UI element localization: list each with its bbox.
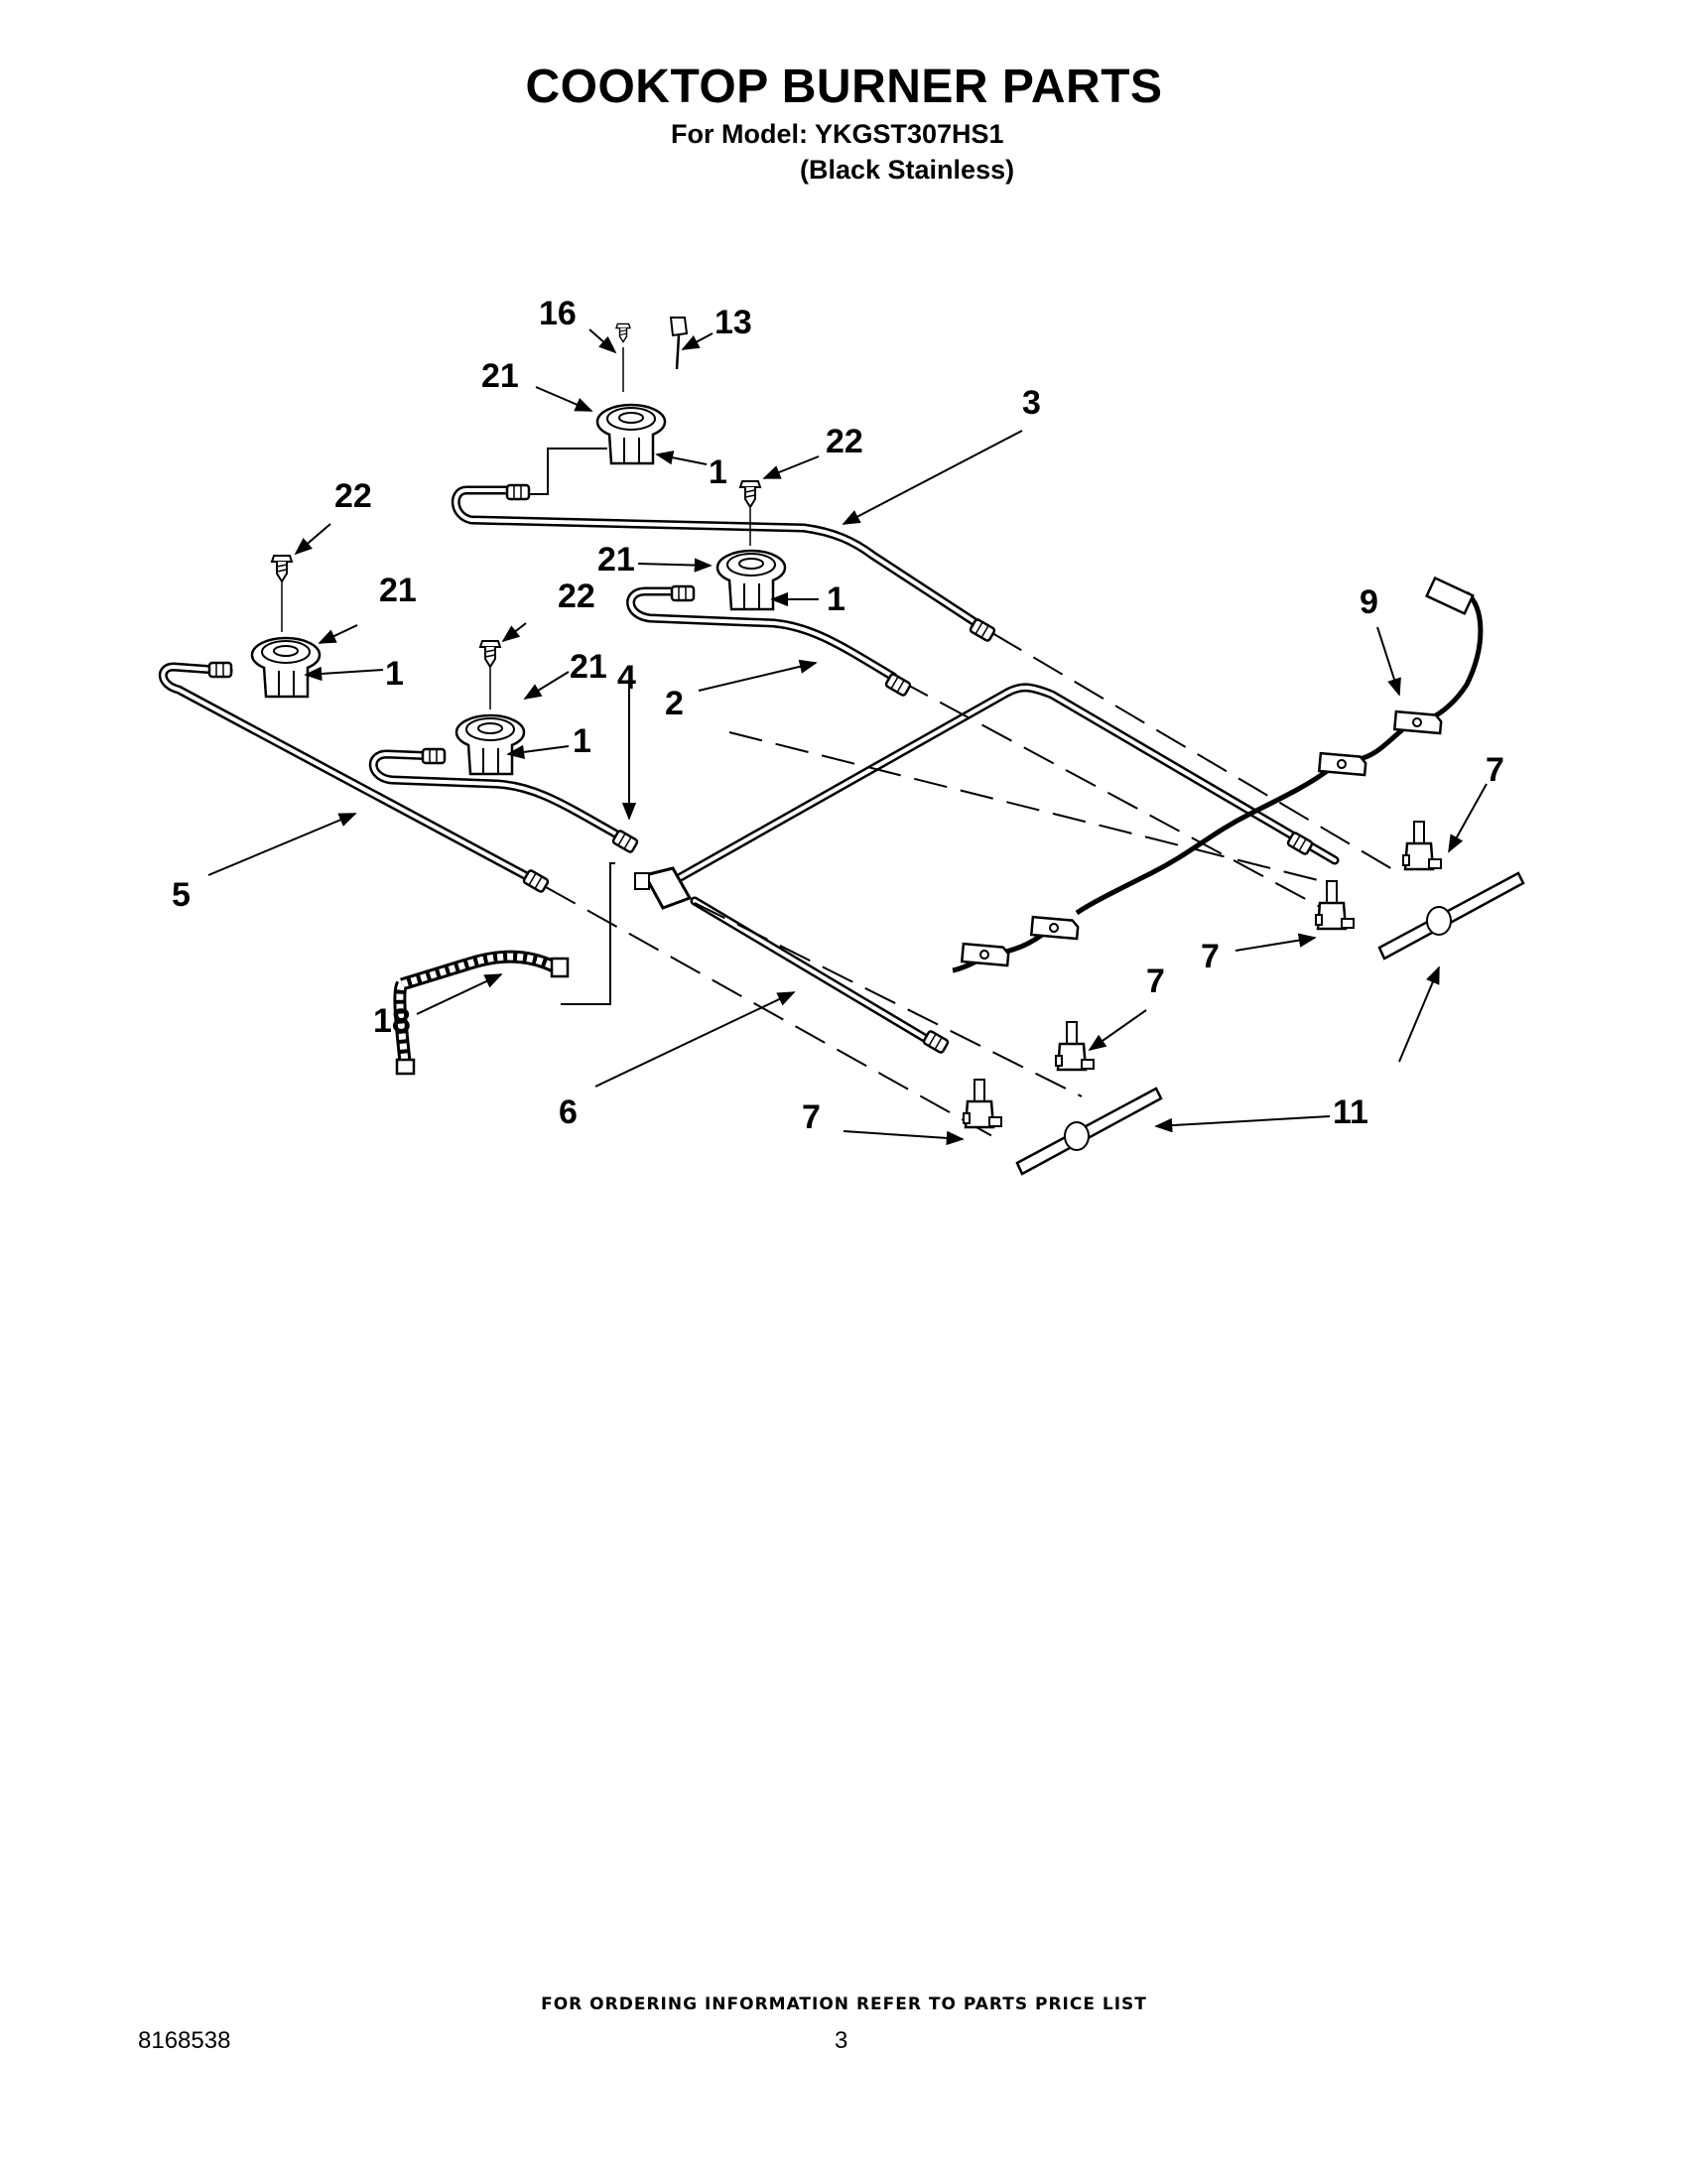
tube-fitting xyxy=(207,661,233,679)
page-title: COOKTOP BURNER PARTS xyxy=(525,61,1163,113)
valve-7-a xyxy=(1401,820,1443,871)
ordering-note: FOR ORDERING INFORMATION REFER TO PARTS … xyxy=(541,1994,1147,2014)
flex-hose-18 xyxy=(393,950,570,1076)
tube-fitting xyxy=(505,483,531,501)
electrode-13 xyxy=(669,317,689,370)
callout-7: 7 xyxy=(1146,963,1165,1000)
callout-7: 7 xyxy=(1486,751,1504,789)
callout-5: 5 xyxy=(172,876,191,914)
leader-arrows xyxy=(207,328,1488,1146)
valve-7-d xyxy=(962,1078,1003,1129)
tube-fitting xyxy=(883,672,913,698)
switch-harness-9 xyxy=(952,576,1484,973)
callout-1: 1 xyxy=(827,580,845,618)
regulator-bracket-line xyxy=(561,862,615,1005)
trim-bar-11-right xyxy=(1377,871,1525,961)
callout-4: 4 xyxy=(617,659,636,697)
tube-fitting xyxy=(921,1029,951,1055)
finish-line: (Black Stainless) xyxy=(800,155,1015,185)
gas-tubing-inner xyxy=(161,488,1337,1042)
screw-22-center xyxy=(479,640,501,668)
callout-22: 22 xyxy=(558,578,595,615)
callout-1: 1 xyxy=(385,655,404,693)
screw-22-left xyxy=(271,555,293,582)
trim-bar-11-left xyxy=(1015,1087,1163,1176)
screw-22-rear xyxy=(739,480,761,508)
callout-6: 6 xyxy=(559,1093,578,1131)
burner-rear-left xyxy=(595,403,667,465)
callout-1: 1 xyxy=(573,722,591,760)
document-number: 8168538 xyxy=(138,2027,231,2054)
tube-fitting xyxy=(670,584,696,602)
callout-3: 3 xyxy=(1022,384,1041,422)
callout-7: 7 xyxy=(1201,938,1220,975)
alignment-lines xyxy=(545,632,1400,1137)
tube-fitting xyxy=(421,747,447,765)
exploded-parts-diagram: 16 13 21 3 22 1 22 21 1 21 22 1 9 21 4 2… xyxy=(158,295,1525,1176)
callout-22: 22 xyxy=(334,477,372,515)
page-number: 3 xyxy=(835,2027,848,2054)
valve-7-c xyxy=(1054,1020,1096,1072)
callout-labels: 16 13 21 3 22 1 22 21 1 21 22 1 9 21 4 2… xyxy=(172,295,1504,1136)
callout-2: 2 xyxy=(665,685,684,722)
screw-16 xyxy=(615,322,631,343)
tube-fitting xyxy=(610,829,640,854)
callout-1: 1 xyxy=(709,453,727,491)
tube-fitting xyxy=(968,617,997,643)
callout-7: 7 xyxy=(802,1098,821,1136)
callout-21: 21 xyxy=(570,648,607,686)
burner-front-left xyxy=(250,636,322,699)
callout-21: 21 xyxy=(481,357,519,395)
callout-13: 13 xyxy=(714,304,752,341)
manifold-regulator xyxy=(634,866,693,910)
callout-22: 22 xyxy=(826,423,863,460)
callout-21: 21 xyxy=(597,541,635,578)
callout-21: 21 xyxy=(379,572,417,609)
burner-bracket-line xyxy=(519,448,607,495)
callout-16: 16 xyxy=(539,295,577,332)
valve-7-b xyxy=(1314,879,1356,931)
burner-front-center xyxy=(454,713,526,776)
callout-18: 18 xyxy=(373,1002,411,1040)
model-line: For Model: YKGST307HS1 xyxy=(671,119,1004,149)
tube-fitting xyxy=(521,868,551,894)
callout-9: 9 xyxy=(1360,583,1378,621)
callout-11: 11 xyxy=(1333,1093,1368,1131)
tube-fitting xyxy=(1285,831,1315,856)
burner-rear-right xyxy=(715,549,787,611)
